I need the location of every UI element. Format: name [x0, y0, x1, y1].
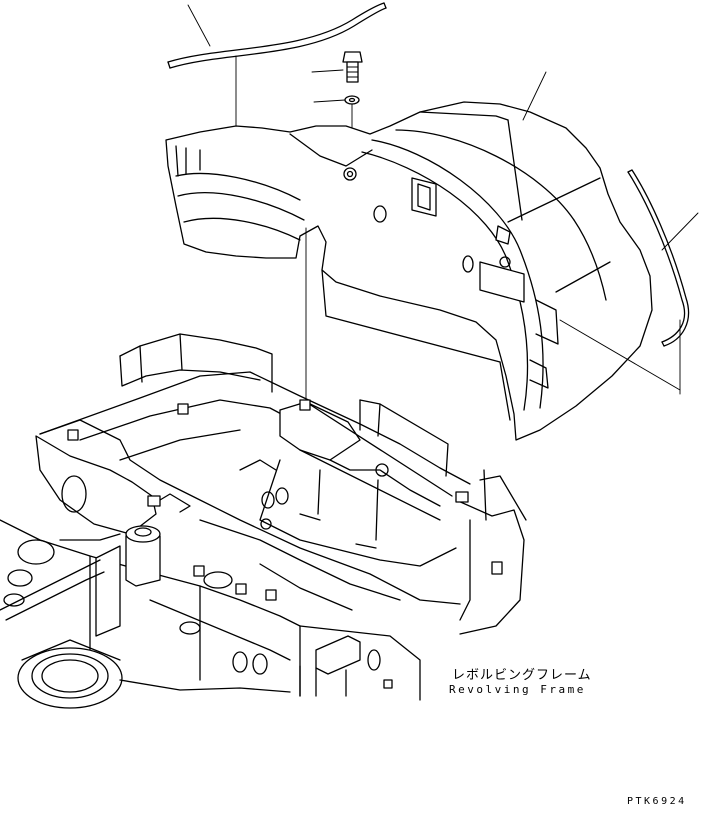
bolt	[342, 51, 363, 83]
fender-cover	[165, 101, 653, 441]
washer	[344, 95, 360, 105]
leader-bolt	[311, 69, 344, 73]
leader-fender-cover	[522, 71, 547, 121]
revolving-frame	[0, 333, 527, 709]
leader-seal-strip-right	[661, 212, 699, 251]
drawing-number: PTK6924	[627, 796, 687, 807]
frame-bottom-edge	[119, 679, 291, 693]
leader-washer	[313, 99, 346, 103]
callout-revolving-frame-jp: レボルビングフレーム	[452, 668, 592, 683]
reference-line-fender-right	[559, 319, 681, 391]
callout-revolving-frame-en: Revolving Frame	[449, 683, 586, 696]
leader-seal-strip-left	[187, 4, 211, 47]
seal-strip-left	[167, 2, 387, 69]
